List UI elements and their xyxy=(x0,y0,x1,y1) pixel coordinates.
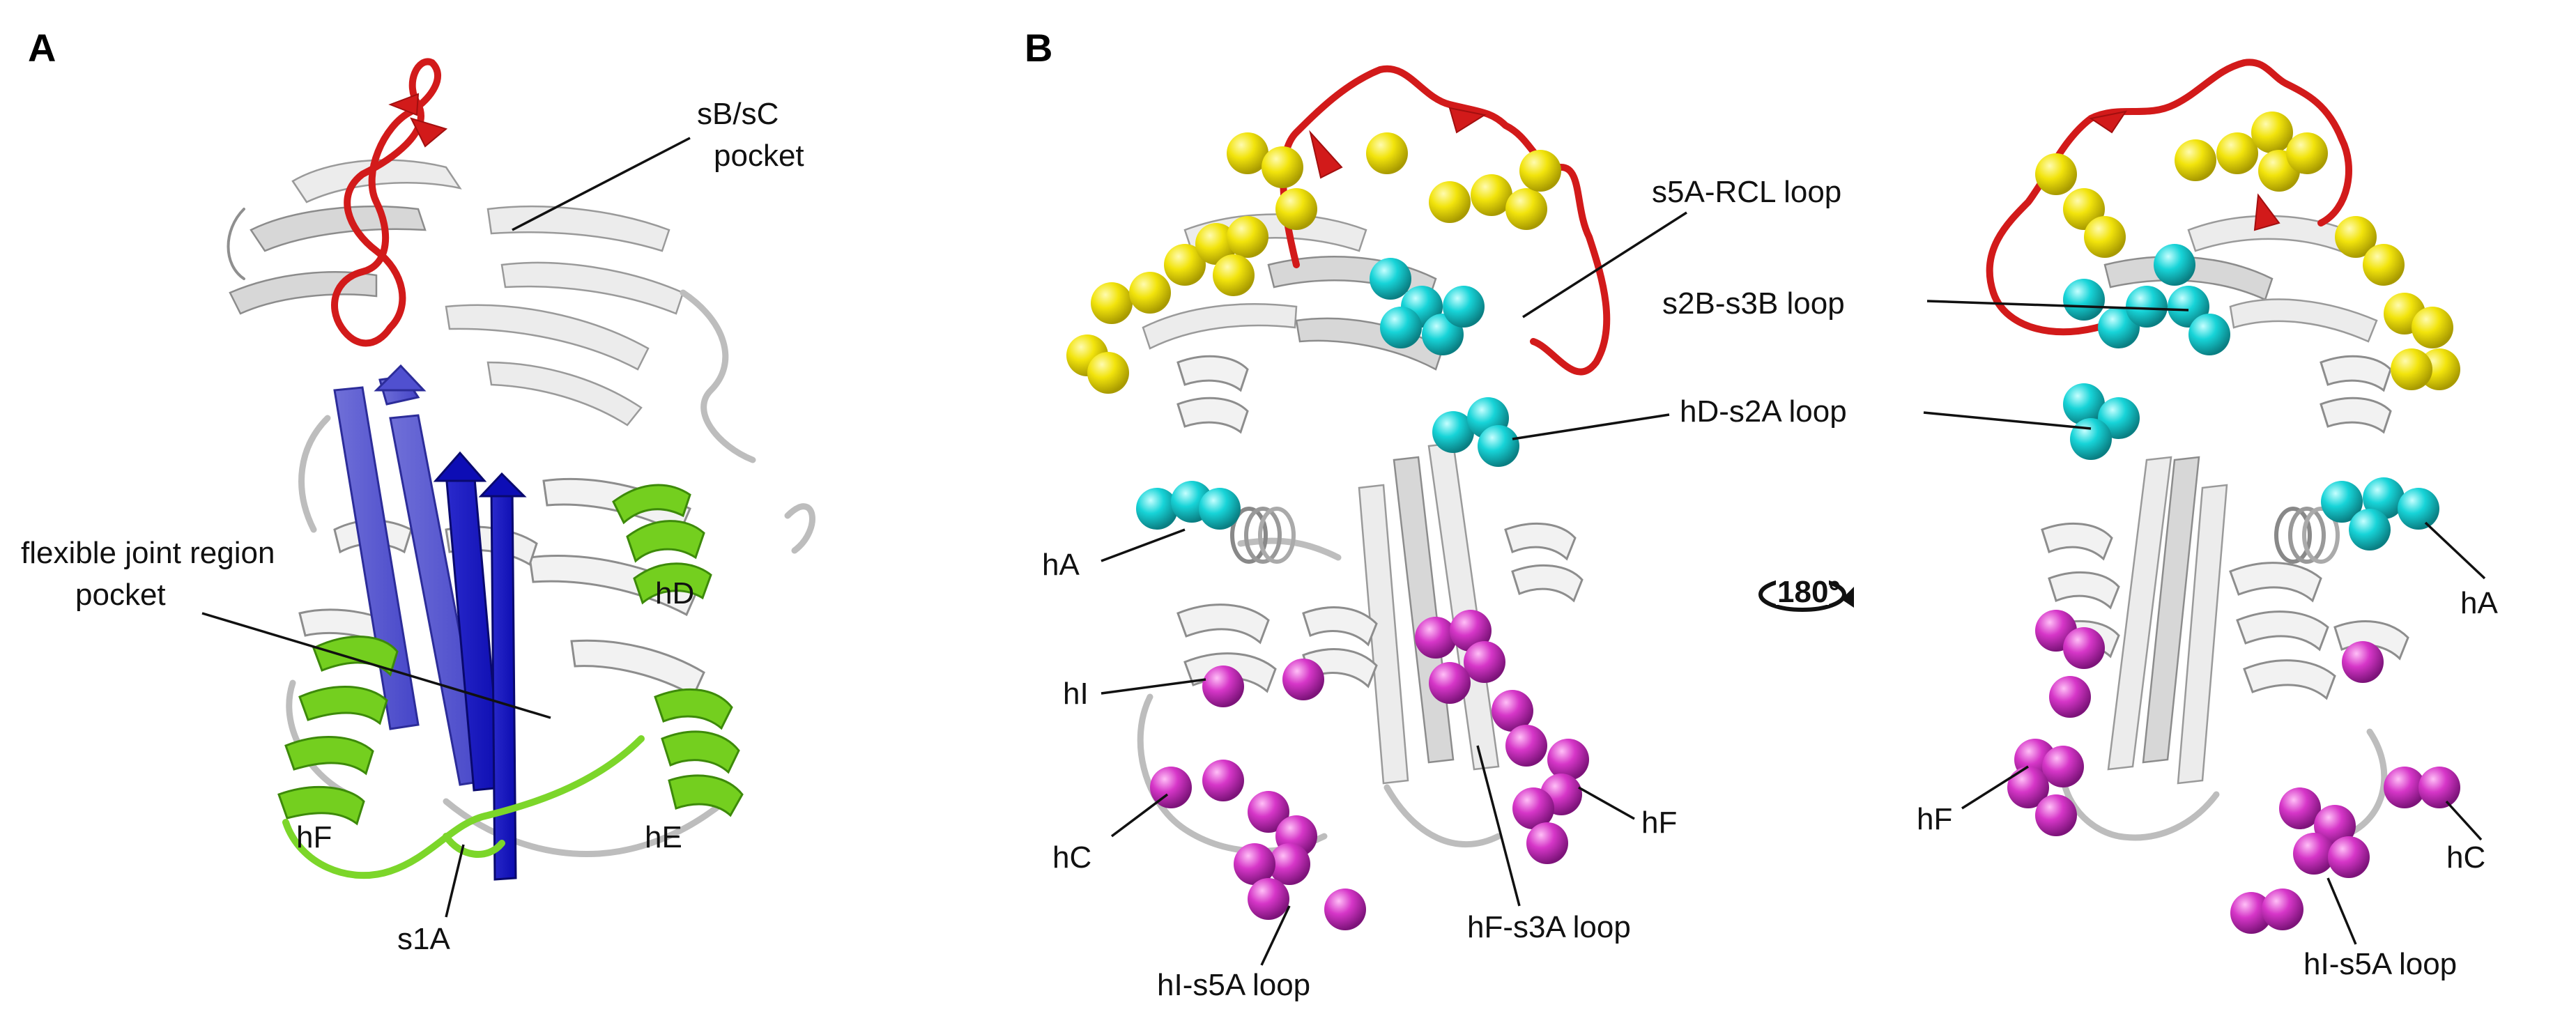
label-hi-s5a-loop-left: hI-s5A loop xyxy=(1157,968,1310,1002)
label-hd-s2a-loop: hD-s2A loop xyxy=(1680,394,1847,429)
leader-joint-pocket xyxy=(201,612,551,719)
label-joint-pocket-1: flexible joint region xyxy=(21,536,275,570)
leader-hd-s2a-right xyxy=(1923,411,2092,430)
leader-s5a-rcl-left xyxy=(1522,211,1687,318)
label-sb-sc-pocket-2: pocket xyxy=(714,139,804,173)
label-hf-s3a-loop: hF-s3A loop xyxy=(1467,910,1631,944)
label-hc-right: hC xyxy=(2446,840,2485,875)
label-joint-pocket-2: pocket xyxy=(75,578,166,612)
leader-hi xyxy=(1101,678,1206,695)
leader-hf-right xyxy=(1961,765,2029,810)
label-hf-mid: hF xyxy=(1641,806,1677,840)
label-s2b-s3b-loop: s2B-s3B loop xyxy=(1662,286,1845,321)
leader-hf-s3a xyxy=(1476,745,1521,907)
leader-hc-right xyxy=(2445,800,2483,841)
leader-hi-s5a-right xyxy=(2326,877,2357,945)
label-hf-right: hF xyxy=(1917,802,1952,836)
label-s5a-rcl-loop: s5A-RCL loop xyxy=(1652,175,1841,209)
label-ha-right: hA xyxy=(2460,586,2498,620)
rotation-label: 180° xyxy=(1777,575,1841,609)
label-he: hE xyxy=(645,820,682,854)
label-sb-sc-pocket-1: sB/sC xyxy=(697,97,779,131)
leader-ha-left xyxy=(1101,528,1186,562)
label-hd: hD xyxy=(655,576,694,610)
leader-hc-left xyxy=(1110,793,1169,838)
leader-s1a xyxy=(445,844,465,918)
panel-b-left-rcl xyxy=(1280,65,1611,376)
panel-b-yellow-spheres xyxy=(1066,111,2460,394)
label-hf: hF xyxy=(296,820,332,854)
label-ha-left: hA xyxy=(1042,548,1080,582)
panel-letter-b: B xyxy=(1025,26,1052,70)
panel-a-green-helices xyxy=(277,484,744,879)
panel-a: A xyxy=(21,26,815,956)
leader-hf-mid xyxy=(1578,786,1635,820)
label-hc-left: hC xyxy=(1052,840,1091,875)
leader-ha-right xyxy=(2424,521,2486,580)
leader-hd-s2a-left xyxy=(1512,413,1670,440)
panel-letter-a: A xyxy=(28,26,56,70)
panel-a-rcl-loop xyxy=(331,58,448,347)
label-s1a: s1A xyxy=(397,922,450,956)
panel-b-magenta-spheres xyxy=(1150,610,2460,934)
panel-b: B xyxy=(1025,26,2498,1002)
rotation-180-icon: 180° xyxy=(1758,575,1854,612)
leader-sb-sc-pocket xyxy=(512,137,691,231)
panel-b-right-rcl xyxy=(1986,59,2352,336)
label-hi: hI xyxy=(1063,677,1089,711)
panel-b-cyan-spheres xyxy=(1136,244,2439,551)
leader-hi-s5a-left xyxy=(1260,905,1291,966)
label-hi-s5a-loop-right: hI-s5A loop xyxy=(2303,947,2457,981)
leader-s2b-s3b-right xyxy=(1926,300,2189,311)
